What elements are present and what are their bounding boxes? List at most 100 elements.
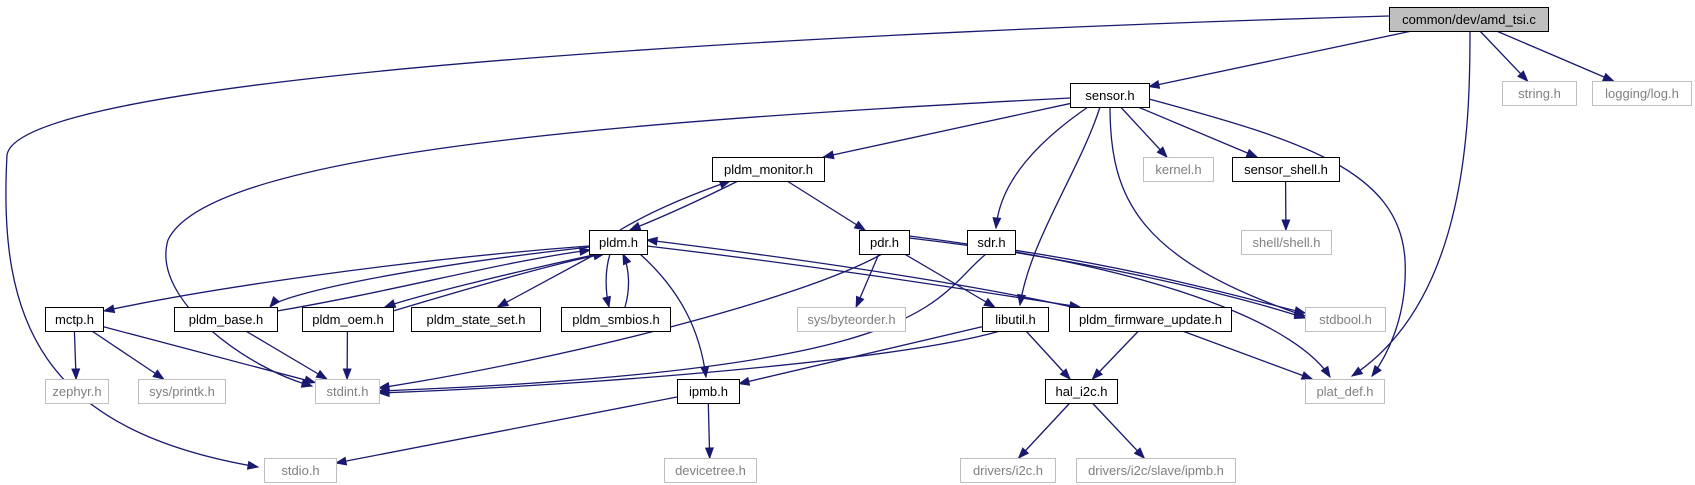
node-label: common/dev/amd_tsi.c: [1402, 12, 1536, 27]
edge-sensor-to-pldm_monitor: [822, 102, 1071, 160]
node-label: pldm_monitor.h: [724, 162, 813, 177]
edge-amd_tsi-to-logging: [1496, 30, 1615, 82]
node-label: pldm_smbios.h: [572, 312, 659, 327]
node-label: ipmb.h: [689, 384, 728, 399]
node-label: logging/log.h: [1605, 86, 1679, 101]
node-label: plat_def.h: [1316, 384, 1373, 399]
node-plat-def: plat_def.h: [1305, 379, 1385, 404]
node-label: string.h: [1518, 86, 1561, 101]
edge-pldm-to-pldm_state_set: [496, 253, 597, 308]
edge-pldm_fw-to-pldm: [645, 236, 1086, 311]
edge-pldm_monitor-to-pdr: [786, 180, 867, 231]
edge-pldm_fw-to-plat_def: [1182, 330, 1314, 380]
node-pldm-smbios[interactable]: pldm_smbios.h: [561, 307, 671, 332]
node-string: string.h: [1502, 81, 1577, 106]
node-pldm-monitor[interactable]: pldm_monitor.h: [712, 157, 825, 182]
edge-mctp-to-stdint: [102, 326, 317, 385]
edge-pldm_base-to-pldm: [276, 246, 592, 312]
node-kernel: kernel.h: [1143, 157, 1214, 182]
node-label: pldm_firmware_update.h: [1079, 312, 1222, 327]
edge-pldm-to-pldm_monitor: [619, 180, 732, 231]
node-label: stdbool.h: [1319, 312, 1372, 327]
node-label: hal_i2c.h: [1055, 384, 1107, 399]
edge-amd_tsi-to-plat_def: [1350, 30, 1471, 377]
node-ipmb[interactable]: ipmb.h: [677, 379, 740, 404]
node-pldm-fw[interactable]: pldm_firmware_update.h: [1069, 307, 1232, 332]
edge-sensor-to-sensor_shell: [1137, 106, 1259, 158]
node-label: sensor_shell.h: [1244, 162, 1328, 177]
node-label: zephyr.h: [52, 384, 101, 399]
edge-libutil-to-ipmb: [737, 326, 983, 386]
node-pldm[interactable]: pldm.h: [589, 230, 648, 255]
node-byteorder: sys/byteorder.h: [797, 307, 906, 332]
node-pdr[interactable]: pdr.h: [859, 230, 910, 255]
node-label: pldm_oem.h: [312, 312, 384, 327]
node-shell: shell/shell.h: [1241, 230, 1332, 255]
node-slave-ipmb: drivers/i2c/slave/ipmb.h: [1076, 458, 1236, 483]
node-stdint: stdint.h: [315, 379, 380, 404]
node-hal-i2c[interactable]: hal_i2c.h: [1045, 379, 1118, 404]
node-printk: sys/printk.h: [138, 379, 226, 404]
node-label: pldm.h: [599, 235, 638, 250]
edge-amd_tsi-to-stdio: [5, 15, 1390, 470]
node-pldm-state-set[interactable]: pldm_state_set.h: [411, 307, 541, 332]
node-label: stdio.h: [281, 463, 319, 478]
node-label: drivers/i2c.h: [973, 463, 1043, 478]
node-label: pldm_state_set.h: [426, 312, 525, 327]
edge-libutil-to-hal_i2c: [1025, 330, 1071, 381]
node-label: pldm_base.h: [189, 312, 263, 327]
edge-mctp-to-printk: [91, 330, 165, 380]
node-label: sys/printk.h: [149, 384, 215, 399]
node-pldm-oem[interactable]: pldm_oem.h: [302, 307, 394, 332]
node-label: pdr.h: [870, 235, 899, 250]
node-label: kernel.h: [1155, 162, 1201, 177]
edge-sensor-to-kernel: [1120, 106, 1168, 159]
edge-pldm_fw-to-hal_i2c: [1091, 330, 1139, 381]
node-label: drivers/i2c/slave/ipmb.h: [1088, 463, 1224, 478]
edge-sensor-to-stdbool: [1109, 106, 1307, 317]
node-label: mctp.h: [55, 312, 94, 327]
node-devicetree: devicetree.h: [664, 458, 757, 483]
edge-pldm-to-mctp: [102, 245, 590, 314]
edge-pdr-to-libutil: [904, 253, 996, 308]
node-zephyr: zephyr.h: [45, 379, 109, 404]
node-label: libutil.h: [995, 312, 1035, 327]
edge-amd_tsi-to-sensor: [1147, 30, 1412, 89]
node-label: sensor.h: [1085, 88, 1134, 103]
edge-hal_i2c-to-drivers_i2c: [1017, 402, 1071, 460]
node-logging: logging/log.h: [1592, 81, 1692, 106]
edge-pldm_oem-to-stdint: [342, 330, 352, 381]
edge-pldm_base-to-stdint: [245, 330, 328, 380]
edge-amd_tsi-to-string: [1479, 30, 1529, 83]
node-stdbool: stdbool.h: [1305, 307, 1386, 332]
node-mctp[interactable]: mctp.h: [45, 307, 104, 332]
node-pldm-base[interactable]: pldm_base.h: [174, 307, 278, 332]
node-sensor[interactable]: sensor.h: [1070, 83, 1150, 108]
node-amd-tsi[interactable]: common/dev/amd_tsi.c: [1389, 7, 1549, 32]
edge-libutil-to-stdint: [377, 330, 1001, 398]
edge-ipmb-to-devicetree: [704, 402, 714, 460]
graph-nodes: common/dev/amd_tsi.c sensor.h string.h logg…: [45, 7, 1692, 483]
node-stdio: stdio.h: [264, 458, 337, 483]
node-label: stdint.h: [327, 384, 369, 399]
node-label: sys/byteorder.h: [807, 312, 895, 327]
edge-pldm_monitor-to-pldm: [628, 180, 739, 231]
node-label: devicetree.h: [675, 463, 746, 478]
graph-edges: [5, 15, 1615, 470]
edge-hal_i2c-to-slave_ipmb: [1091, 402, 1146, 460]
edge-sensor-to-libutil: [1017, 106, 1101, 307]
edge-sensor-to-plat_def: [1148, 98, 1406, 378]
edge-pldm-to-pldm_smbios: [602, 253, 611, 309]
node-sdr[interactable]: sdr.h: [967, 230, 1016, 255]
node-libutil[interactable]: libutil.h: [982, 307, 1049, 332]
edge-pdr-to-byteorder: [855, 253, 880, 309]
node-label: shell/shell.h: [1253, 235, 1321, 250]
edge-sensor_shell-to-shell: [1281, 180, 1291, 232]
node-label: sdr.h: [977, 235, 1005, 250]
node-sensor-shell[interactable]: sensor_shell.h: [1232, 157, 1340, 182]
edge-sdr-to-stdbool: [999, 247, 1307, 315]
edge-pldm_smbios-to-pldm: [622, 252, 632, 308]
edge-sensor-to-sdr: [992, 106, 1089, 230]
edge-mctp-to-zephyr: [71, 330, 81, 381]
